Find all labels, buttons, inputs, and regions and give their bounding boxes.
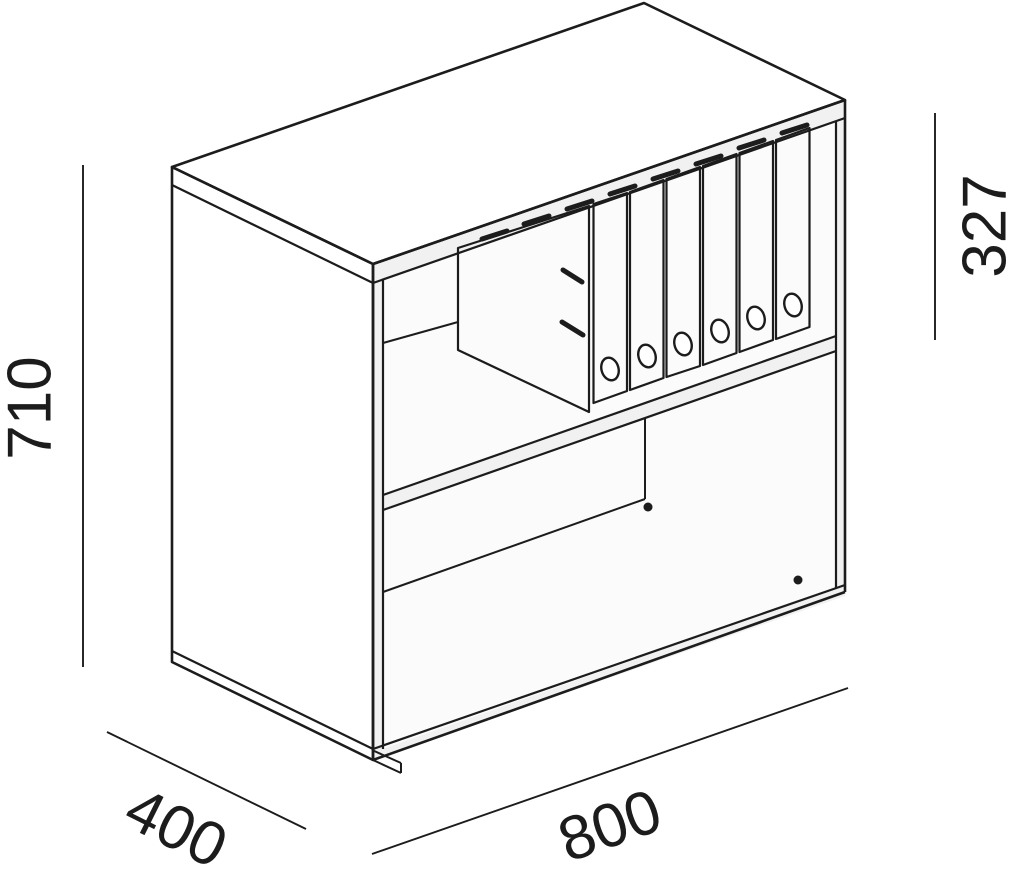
- binder-finger-hole: [600, 356, 620, 382]
- shelf-pin-dot: [793, 575, 803, 585]
- dimension-line-depth: [106, 731, 307, 830]
- binder-label-slot: [559, 319, 586, 338]
- front-frame-lines: [372, 116, 846, 751]
- binder-finger-hole: [710, 318, 730, 344]
- cabinet: [170, 1, 847, 774]
- left-base-line: [171, 650, 374, 750]
- lower-compartment: [383, 351, 836, 749]
- upper-compartment: [383, 121, 836, 495]
- binder-finger-hole: [783, 292, 803, 318]
- binder-finger-hole: [673, 331, 693, 357]
- binder-label-slot: [560, 267, 585, 285]
- dimension-label-height: 710: [0, 356, 65, 459]
- left-top-panel-line: [171, 184, 374, 284]
- upper-back-shelf-junction-line: [382, 321, 459, 344]
- binder-spine-5: [738, 139, 775, 354]
- binder-cover: [456, 204, 591, 414]
- dimension-label-compartment: 327: [951, 174, 1020, 277]
- binder-spine-2: [628, 178, 665, 392]
- dimension-label-width: 800: [550, 776, 670, 873]
- binder-top-slots: [479, 122, 810, 242]
- binder-spine-4: [701, 152, 738, 367]
- binder-finger-hole: [637, 343, 657, 369]
- cabinet-outline: [371, 98, 847, 762]
- binder-spine-6: [774, 126, 811, 341]
- lower-floor-back-junction-line: [382, 498, 646, 593]
- binder-spine-1: [592, 191, 629, 405]
- dimension-line-width: [371, 687, 849, 855]
- shelf-pin-dot: [643, 502, 653, 512]
- binder-spine-3: [665, 165, 702, 379]
- binder-finger-hole: [746, 305, 766, 331]
- dimension-label-depth: 400: [114, 774, 237, 873]
- left-side-panel: [170, 165, 375, 762]
- binder-row: [456, 122, 811, 414]
